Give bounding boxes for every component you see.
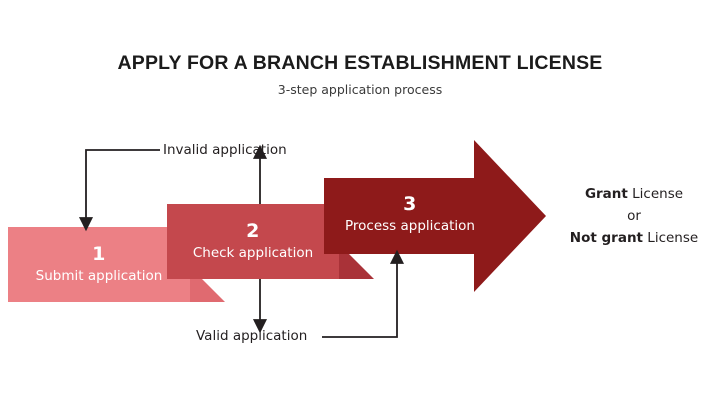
outcome-not-grant-bold: Not grant	[569, 230, 644, 246]
page-subtitle: 3-step application process	[277, 82, 443, 97]
outcome-text: Grant License or Not grant License	[552, 183, 716, 249]
page-title: APPLY FOR A BRANCH ESTABLISHMENT LICENSE	[117, 52, 603, 74]
connector-invalid-elbow	[78, 149, 160, 232]
connector-label-invalid: Invalid application	[163, 142, 287, 158]
outcome-line-not-grant: Not grant License	[552, 227, 716, 249]
step-1-shape[interactable]	[8, 227, 190, 302]
outcome-line-or: or	[627, 208, 641, 224]
connector-valid-elbow	[322, 249, 405, 338]
outcome-line-grant: Grant License	[552, 183, 716, 205]
outcome-not-grant-rest: License	[643, 230, 699, 246]
step-3-shape[interactable]	[324, 140, 546, 292]
outcome-grant-rest: License	[627, 186, 684, 202]
step-2-shape[interactable]	[167, 204, 339, 279]
connector-label-valid: Valid application	[196, 328, 308, 344]
outcome-grant-bold: Grant	[584, 186, 628, 202]
